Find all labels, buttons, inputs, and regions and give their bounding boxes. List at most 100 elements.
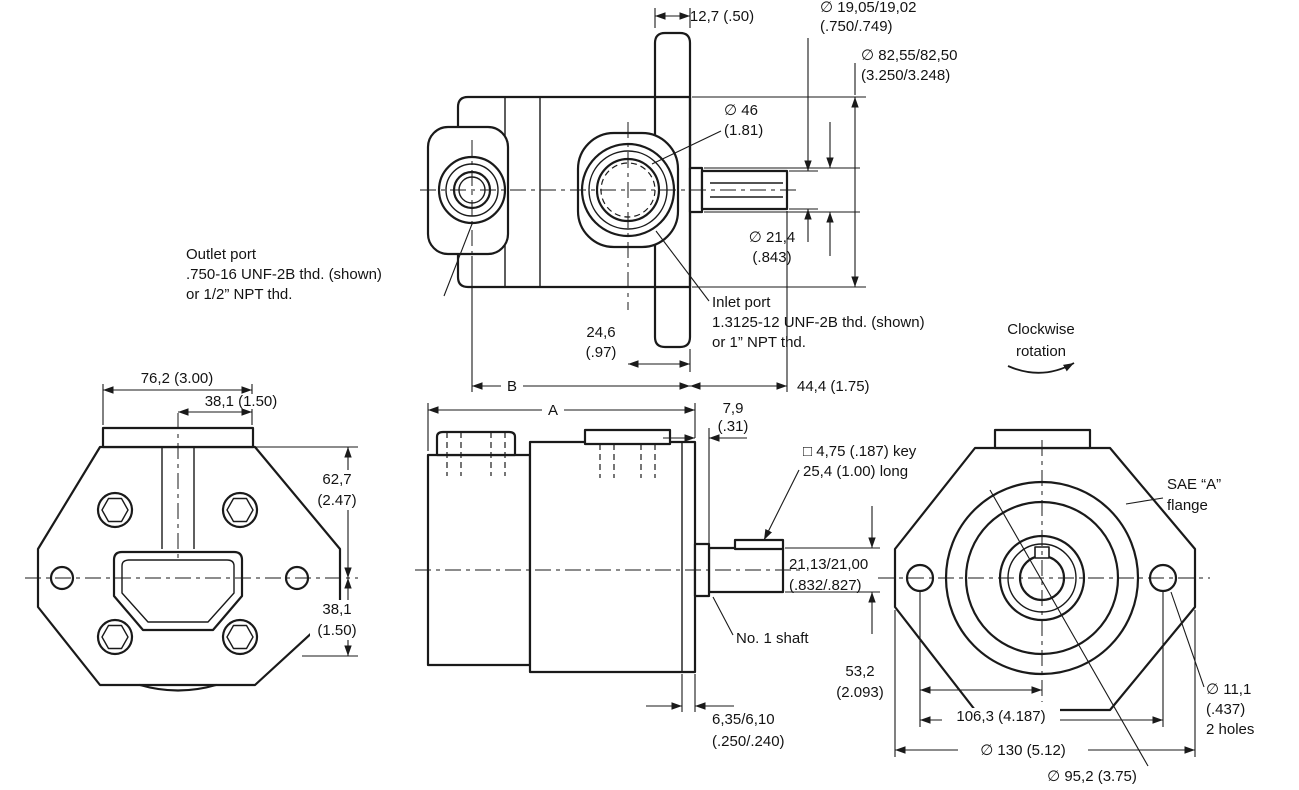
label-mask	[542, 402, 564, 418]
holes-label-3: 2 holes	[1206, 721, 1254, 738]
shaft-key	[733, 538, 785, 551]
dim-44-4	[690, 211, 788, 392]
dim-130-label: ∅ 130 (5.12)	[980, 742, 1066, 759]
rotation-label-2: rotation	[1016, 343, 1066, 360]
holes-label-1: ∅ 11,1	[1206, 681, 1251, 698]
bolt-bottom-right	[221, 618, 259, 656]
holes-leader	[1170, 591, 1205, 688]
dim-port-boss-in-label: (1.81)	[724, 122, 763, 139]
inlet-port-label-1: Inlet port	[712, 294, 771, 311]
dim-6-35-in-label: (.250/.240)	[712, 733, 785, 750]
side-hole-left	[49, 565, 75, 591]
label-mask	[205, 394, 279, 409]
valve-cover	[426, 453, 532, 667]
dim-collar-diameter	[704, 122, 860, 256]
dim-7-9	[663, 428, 747, 544]
side-view: A 7,9 (.31) □ 4,75 (.187) key 25,4 (1.00…	[415, 400, 917, 750]
dim-95-2-leader	[989, 489, 1149, 767]
dim-pilot-dia-in-label: (3.250/3.248)	[861, 67, 950, 84]
dim-flange-thickness	[654, 8, 691, 28]
top-view-centerlines	[420, 122, 800, 310]
dim-shaft-dia-mm-label: ∅ 19,05/19,02	[820, 0, 916, 16]
dim-62-7-in-label: (2.47)	[317, 492, 356, 509]
dim-62-7-mm-label: 62,7	[322, 471, 351, 488]
dim-collar-in-label: (.843)	[752, 249, 791, 266]
front-view-geometry	[36, 426, 342, 692]
port-boss-side	[435, 430, 517, 457]
pump-body-front	[36, 445, 342, 687]
flange-view-geometry	[893, 428, 1197, 712]
inlet-port-label-3: or 1” NPT thd.	[712, 334, 806, 351]
top-view: 12,7 (.50) ∅ 19,05/19,02 (.750/.749) ∅ 8…	[186, 0, 957, 395]
outlet-port-label-3: or 1/2” NPT thd.	[186, 286, 292, 303]
clockwise-rotation-arrow	[1007, 362, 1075, 374]
dim-pilot-diameter	[692, 63, 866, 288]
dim-shaft-mm-label: 21,13/21,00	[789, 556, 868, 573]
dim-a-label: A	[548, 402, 558, 419]
dim-shaft-dia-in-label: (.750/.749)	[820, 18, 893, 35]
dim-24-6-in-label: (.97)	[586, 344, 617, 361]
pump-body-side2	[528, 440, 697, 674]
dim-6-35	[646, 674, 734, 712]
key-label-1: □ 4,75 (.187) key	[803, 443, 917, 460]
dim-7-9-mm-label: 7,9	[723, 400, 744, 417]
label-mask	[310, 470, 364, 510]
dim-pilot-dia-mm-label: ∅ 82,55/82,50	[861, 47, 957, 64]
label-mask	[310, 600, 364, 640]
label-mask	[958, 742, 1088, 758]
bottom-arc	[138, 683, 218, 692]
outlet-leader	[443, 223, 473, 297]
dim-38-1-in-label: (1.50)	[317, 622, 356, 639]
dim-76-2-label: 76,2 (3.00)	[141, 370, 214, 387]
dim-collar-mm-label: ∅ 21,4	[749, 229, 795, 246]
dim-53-2	[919, 591, 1042, 727]
label-mask	[501, 377, 523, 394]
dim-44-4-label: 44,4 (1.75)	[797, 378, 870, 395]
front-view-centerlines	[25, 413, 358, 579]
side-view-geometry	[426, 428, 785, 674]
sae-flange-leader	[1125, 497, 1164, 505]
dim-port-boss-mm-label: ∅ 46	[724, 102, 758, 119]
outlet-port-label-1: Outlet port	[186, 246, 257, 263]
dim-53-2-mm-label: 53,2	[845, 663, 874, 680]
dim-53-2-in-label: (2.093)	[836, 684, 884, 701]
dim-shaft-in-label: (.832/.827)	[789, 577, 862, 594]
port-recess-outer	[112, 550, 244, 632]
rotation-label-1: Clockwise	[1007, 321, 1075, 338]
dim-shaft-diameter	[789, 38, 818, 242]
bolt-top-right	[221, 491, 259, 529]
sae-flange-label-2: flange	[1167, 497, 1208, 514]
shaft-number-label: No. 1 shaft	[736, 630, 809, 647]
flange-view: Clockwise rotation SAE “A” flange 53,2 (…	[836, 321, 1254, 785]
pump-body-side	[456, 95, 692, 289]
dim-106-3-label: 106,3 (4.187)	[956, 708, 1045, 725]
dim-a	[427, 403, 696, 451]
key-leader	[763, 469, 800, 541]
dim-shaft-diameter-side	[785, 506, 880, 634]
key-label-2: 25,4 (1.00) long	[803, 463, 908, 480]
dim-24-6	[628, 349, 691, 372]
label-mask	[942, 708, 1060, 725]
dim-95-2-label: ∅ 95,2 (3.75)	[1047, 768, 1137, 785]
sae-flange-label-1: SAE “A”	[1167, 476, 1221, 493]
inlet-port-label-2: 1.3125-12 UNF-2B thd. (shown)	[712, 314, 925, 331]
dim-flange-thickness-label: 12,7 (.50)	[690, 8, 754, 25]
dim-port-boss-leader	[651, 130, 722, 165]
dim-38-1-mm-label: 38,1	[322, 601, 351, 618]
dim-38-1-top-label: 38,1 (1.50)	[205, 393, 278, 410]
port-recess-inner	[121, 559, 235, 623]
bolt-bottom-left	[96, 618, 134, 656]
dim-b-label: B	[507, 378, 517, 395]
top-mounting-tab	[583, 428, 672, 446]
dim-24-6-mm-label: 24,6	[586, 324, 615, 341]
flange-view-centerlines	[878, 440, 1210, 702]
bolt-top-left	[96, 491, 134, 529]
dim-6-35-mm-label: 6,35/6,10	[712, 711, 775, 728]
dim-7-9-in-label: (.31)	[718, 418, 749, 435]
shaft-leader	[712, 596, 734, 636]
front-view: 76,2 (3.00) 38,1 (1.50) 62,7 (2.47) 38,1…	[25, 370, 364, 692]
holes-label-2: (.437)	[1206, 701, 1245, 718]
inlet-leader	[655, 230, 710, 302]
